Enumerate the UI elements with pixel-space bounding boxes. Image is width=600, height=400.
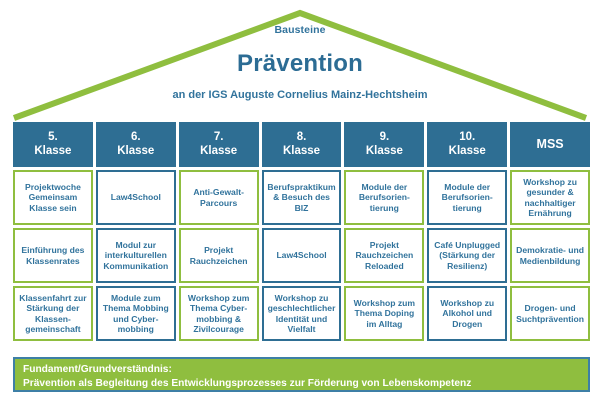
grade-header-row: 5.Klasse 6.Klasse 7.Klasse 8.Klasse 9.Kl… bbox=[13, 122, 591, 167]
module-cell: Workshop zum Thema Doping im Alltag bbox=[344, 286, 425, 341]
module-row-1: Projektwoche Gemeinsam Klasse sein Law4S… bbox=[13, 170, 591, 225]
grade-mss-label: MSS bbox=[536, 137, 564, 152]
grade-header-mss: MSS bbox=[510, 122, 591, 167]
poster-eyebrow: Bausteine bbox=[274, 24, 326, 36]
grade-header-8: 8.Klasse bbox=[261, 122, 342, 167]
foundation-line-1: Fundament/Grundverständnis: bbox=[23, 364, 172, 375]
grade-header-10: 10.Klasse bbox=[427, 122, 508, 167]
grade-5-line2: Klasse bbox=[34, 144, 72, 157]
poster-title: Prävention bbox=[236, 50, 364, 77]
module-row-3: Klassenfahrt zur Stärkung der Klassen-ge… bbox=[13, 286, 591, 341]
grade-8-line1: 8. bbox=[296, 130, 307, 143]
grade-9-line2: Klasse bbox=[365, 144, 403, 157]
module-row-2: Einführung des Klassenrates Modul zur in… bbox=[13, 228, 591, 283]
module-cell: Berufspraktikum & Besuch des BIZ bbox=[261, 170, 342, 225]
module-cell: Module zum Thema Mobbing und Cyber-mobbi… bbox=[95, 286, 176, 341]
module-cell: Anti-Gewalt-Parcours bbox=[178, 170, 259, 225]
module-cell: Café Unplugged (Stärkung der Resilienz) bbox=[427, 228, 508, 283]
grade-10-line2: Klasse bbox=[448, 144, 486, 157]
grade-7-line1: 7. bbox=[213, 130, 224, 143]
grade-header-6: 6.Klasse bbox=[95, 122, 176, 167]
poster-subtitle: an der IGS Auguste Cornelius Mainz-Hecht… bbox=[172, 89, 428, 101]
roof-text-block: Bausteine Prävention an der IGS Auguste … bbox=[0, 0, 600, 122]
module-cell: Projektwoche Gemeinsam Klasse sein bbox=[13, 170, 93, 225]
foundation-line-2: Prävention als Begleitung des Entwicklun… bbox=[23, 378, 472, 390]
grade-10-line1: 10. bbox=[459, 130, 476, 143]
grade-6-line1: 6. bbox=[130, 130, 141, 143]
module-cell: Module der Berufsorien-tierung bbox=[427, 170, 508, 225]
module-cell: Module der Berufsorien-tierung bbox=[344, 170, 425, 225]
module-cell: Workshop zum Thema Cyber-mobbing & Zivil… bbox=[178, 286, 259, 341]
module-cell: Klassenfahrt zur Stärkung der Klassen-ge… bbox=[13, 286, 93, 341]
module-cell: Modul zur interkulturellen Kommunikation bbox=[95, 228, 176, 283]
module-cell: Law4School bbox=[95, 170, 176, 225]
grade-9-line1: 9. bbox=[379, 130, 390, 143]
grade-7-line2: Klasse bbox=[200, 144, 238, 157]
roof-section: Bausteine Prävention an der IGS Auguste … bbox=[0, 0, 600, 122]
roof-triangle-icon bbox=[12, 9, 588, 121]
module-cell: Projekt Rauchzeichen Reloaded bbox=[344, 228, 425, 283]
grade-5-line1: 5. bbox=[48, 130, 58, 143]
module-cell: Projekt Rauchzeichen bbox=[178, 228, 259, 283]
module-cell: Workshop zu Alkohol und Drogen bbox=[427, 286, 508, 341]
grade-8-line2: Klasse bbox=[282, 144, 321, 157]
grade-header-7: 7.Klasse bbox=[178, 122, 259, 167]
module-cell: Demokratie- und Medienbildung bbox=[510, 228, 591, 283]
module-cell: Drogen- und Suchtprävention bbox=[510, 286, 591, 341]
grade-header-5: 5.Klasse bbox=[13, 122, 93, 167]
module-cell: Workshop zu gesunder & nachhaltiger Ernä… bbox=[510, 170, 591, 225]
foundation-banner: Fundament/Grundverständnis: Prävention a… bbox=[13, 357, 590, 392]
grade-6-line2: Klasse bbox=[117, 144, 155, 157]
prevention-grid: 5.Klasse 6.Klasse 7.Klasse 8.Klasse 9.Kl… bbox=[13, 122, 591, 344]
grade-header-9: 9.Klasse bbox=[344, 122, 425, 167]
module-cell: Einführung des Klassenrates bbox=[13, 228, 93, 283]
module-cell: Law4School bbox=[261, 228, 342, 283]
module-cell: Workshop zu geschlechtlicher Identität u… bbox=[261, 286, 342, 341]
